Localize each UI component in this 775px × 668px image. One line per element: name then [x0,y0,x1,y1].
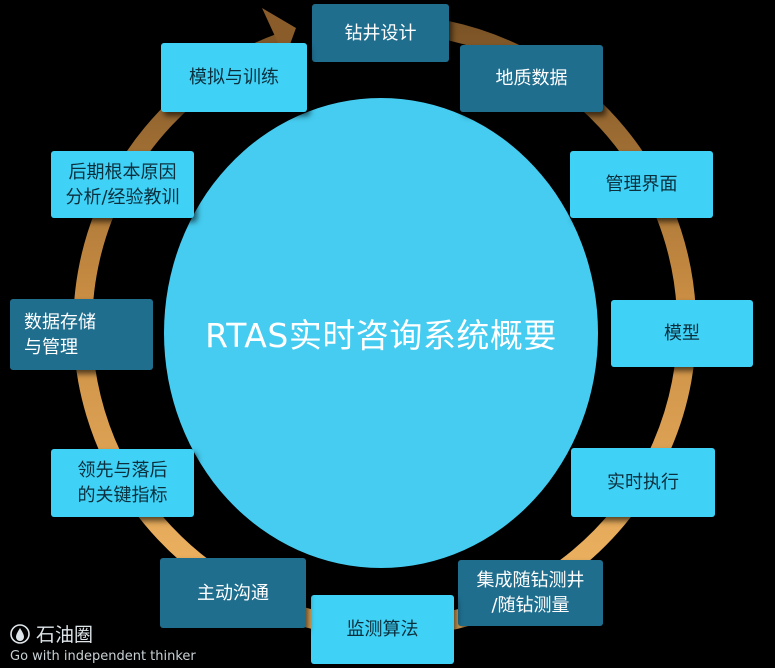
step-monitoring-algorithms: 监测算法 [311,595,454,664]
step-geological-data: 地质数据 [460,45,603,112]
center-title: RTAS实时咨询系统概要 [205,316,557,355]
step-integrated-lwd-mwd: 集成随钻测井 /随钻测量 [458,560,603,626]
step-model: 模型 [611,300,753,367]
step-management-interface: 管理界面 [570,151,713,218]
center-circle: RTAS实时咨询系统概要 [164,98,598,568]
step-real-time-execution: 实时执行 [571,448,715,517]
step-proactive-communication: 主动沟通 [160,558,306,628]
step-simulation-training: 模拟与训练 [161,43,307,112]
oil-drop-icon [10,623,30,644]
watermark-name: 石油圈 [36,624,94,646]
watermark-tagline: Go with independent thinker [10,649,196,664]
step-data-storage-management: 数据存储 与管理 [10,299,153,370]
watermark-logo: 石油圈 Go with independent thinker [10,620,196,664]
step-root-cause-analysis: 后期根本原因 分析/经验教训 [51,151,194,218]
step-leading-lagging-kpis: 领先与落后 的关键指标 [51,449,194,517]
step-drilling-design: 钻井设计 [312,4,449,62]
